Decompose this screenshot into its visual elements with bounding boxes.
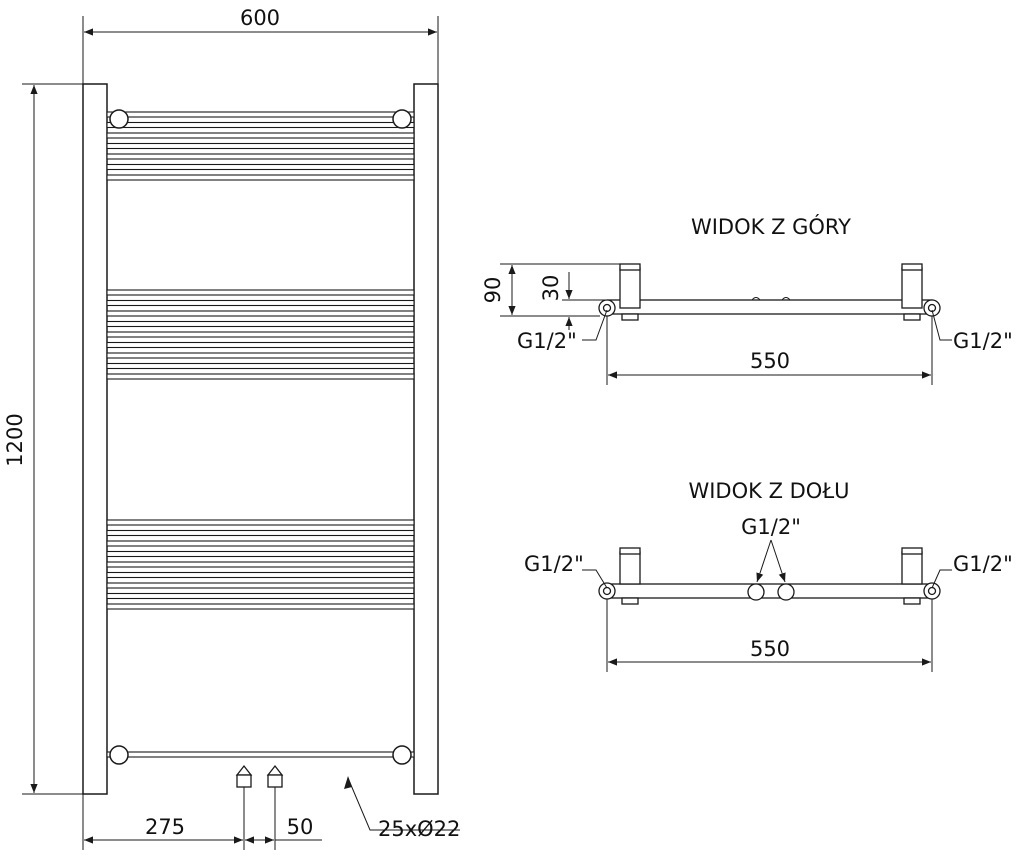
tube-spec-leader [347,777,460,831]
horizontal-tube [106,519,415,526]
top-view-thread-right: G1/2" [953,329,1013,353]
horizontal-tube [106,163,415,171]
horizontal-tube [106,121,415,129]
horizontal-tube [106,571,415,579]
bottom-view-bracket-left [619,551,641,585]
right-collector [413,83,439,795]
top-view [500,263,952,385]
horizontal-tube [106,540,415,547]
dim-offset-label: 275 [145,815,185,839]
bottom-view-thread-right: G1/2" [953,552,1013,576]
horizontal-tube [106,582,415,589]
horizontal-tube [106,153,415,160]
horizontal-tube [106,320,415,328]
bottom-view-title: WIDOK Z DOŁU [688,479,849,503]
front-view [22,16,460,850]
horizontal-tube [106,341,415,349]
bottom-view-pipe [607,583,933,599]
horizontal-tube [106,550,415,558]
top-view-thread-left: G1/2" [517,329,577,353]
top-view-bracket-right [901,267,923,309]
inlet-connector [235,764,253,788]
horizontal-tube [106,373,415,380]
bottom-view-port-inlet [747,583,765,601]
horizontal-tube [106,289,415,296]
bottom-view-dim-spacing: 550 [750,637,790,661]
top-right-connection [392,109,412,129]
horizontal-tube [106,331,415,338]
horizontal-tube [106,362,415,370]
dim-height-label: 1200 [3,413,27,466]
dim-spacing-label: 50 [287,815,314,839]
horizontal-tube [106,352,415,359]
top-view-dim-spacing: 550 [750,349,790,373]
top-view-dim-depth-total: 90 [481,277,505,304]
horizontal-tube [106,592,415,600]
bottom-view-labels: WIDOK Z DOŁU G1/2" G1/2" G1/2" 550 [524,479,1013,661]
bottom-view [582,539,952,672]
horizontal-tube [106,132,415,139]
horizontal-tube [106,310,415,317]
horizontal-tube [106,111,415,118]
horizontal-tube [106,142,415,150]
bottom-left-connection [109,745,129,765]
top-left-connection [109,109,129,129]
left-collector [82,83,108,795]
horizontal-tube [106,561,415,568]
horizontal-tube [106,174,415,181]
outlet-connector [266,764,284,788]
bottom-view-thread-center: G1/2" [741,515,801,539]
bottom-view-port-outlet [777,583,795,601]
bottom-view-bracket-right [901,551,923,585]
top-view-title: WIDOK Z GÓRY [691,214,851,239]
horizontal-tubes [106,111,415,758]
horizontal-tube [106,603,415,610]
horizontal-tube [106,299,415,307]
bottom-right-connection [392,745,412,765]
bottom-view-thread-left: G1/2" [524,552,584,576]
front-view-labels: 600 1200 275 50 25xØ22 [3,6,460,841]
top-view-labels: WIDOK Z GÓRY 90 30 G1/2" G1/2" 550 [481,214,1013,373]
horizontal-tube-bottom [106,751,415,758]
top-view-pipe [607,299,933,315]
dim-width-label: 600 [240,6,280,30]
top-view-dim-depth-pipe: 30 [539,275,563,302]
horizontal-tube [106,529,415,537]
tube-spec-label: 25xØ22 [378,817,460,841]
top-view-bracket-left [619,267,641,309]
